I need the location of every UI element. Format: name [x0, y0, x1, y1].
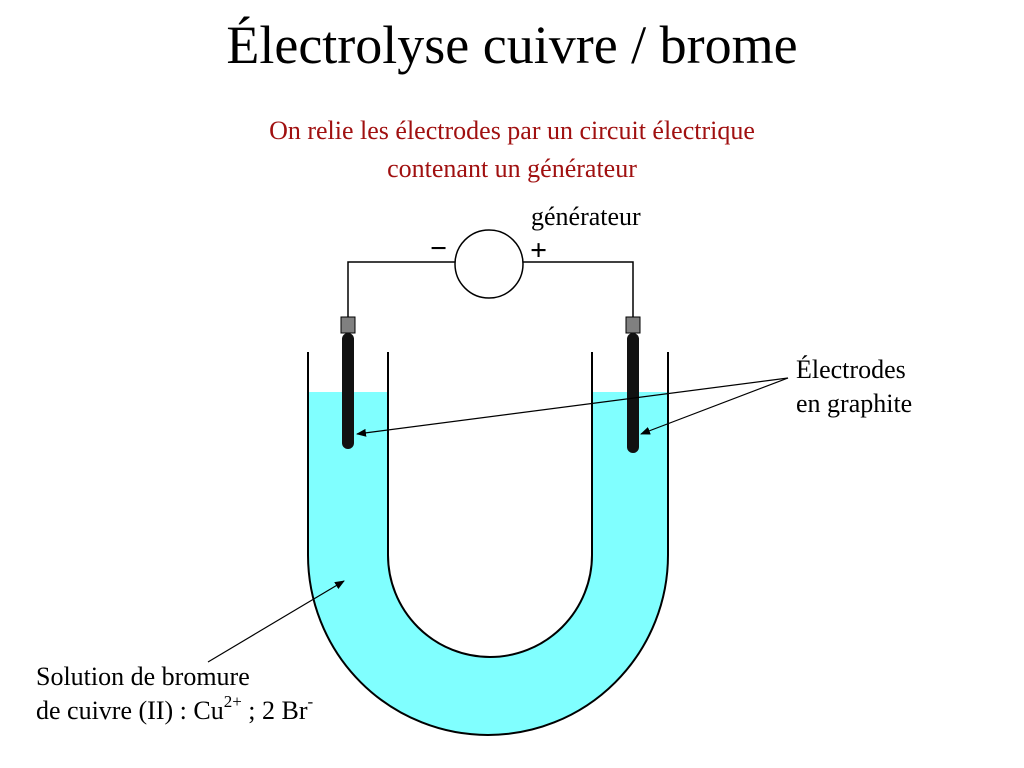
- solution-label-line-2: de cuivre (II) : Cu2+ ; 2 Br-: [36, 692, 314, 728]
- generator-label: générateur: [531, 202, 641, 231]
- solution-cation-text: de cuivre (II) : Cu: [36, 696, 224, 725]
- subtitle-line-2: contenant un générateur: [387, 154, 637, 183]
- electrodes-label: Électrodes en graphite: [796, 353, 912, 421]
- page-title: Électrolyse cuivre / brome: [226, 15, 798, 75]
- wire-left: [347, 261, 456, 318]
- u-tube-inner-wall: [387, 352, 593, 658]
- subtitle: On relie les électrodes par un circuit é…: [0, 112, 1024, 188]
- solution-fill: [308, 392, 668, 735]
- electrode-right-cap: [625, 316, 641, 334]
- anion-charge: -: [307, 692, 314, 712]
- cation-charge: 2+: [223, 692, 242, 712]
- electrode-arrow-left: [356, 377, 789, 437]
- generator-plus-sign: +: [530, 234, 548, 267]
- u-tube-outer-wall: [307, 352, 669, 736]
- electrode-left: [342, 333, 354, 449]
- electrodes-label-line-2: en graphite: [796, 389, 913, 418]
- solution-label-line-1: Solution de bromure: [36, 662, 250, 691]
- wire-right: [522, 261, 634, 318]
- solution-anion-text: ; 2 Br: [241, 696, 308, 725]
- electrode-right: [627, 333, 639, 453]
- electrodes-label-line-1: Électrodes: [796, 355, 906, 384]
- electrode-arrow-right: [640, 377, 789, 435]
- generator-minus-sign: −: [430, 232, 448, 265]
- solution-label: Solution de bromure de cuivre (II) : Cu2…: [36, 660, 313, 728]
- generator-circle: [454, 229, 524, 299]
- solution-arrow: [207, 580, 345, 663]
- subtitle-line-1: On relie les électrodes par un circuit é…: [269, 116, 755, 145]
- electrode-left-cap: [340, 316, 356, 334]
